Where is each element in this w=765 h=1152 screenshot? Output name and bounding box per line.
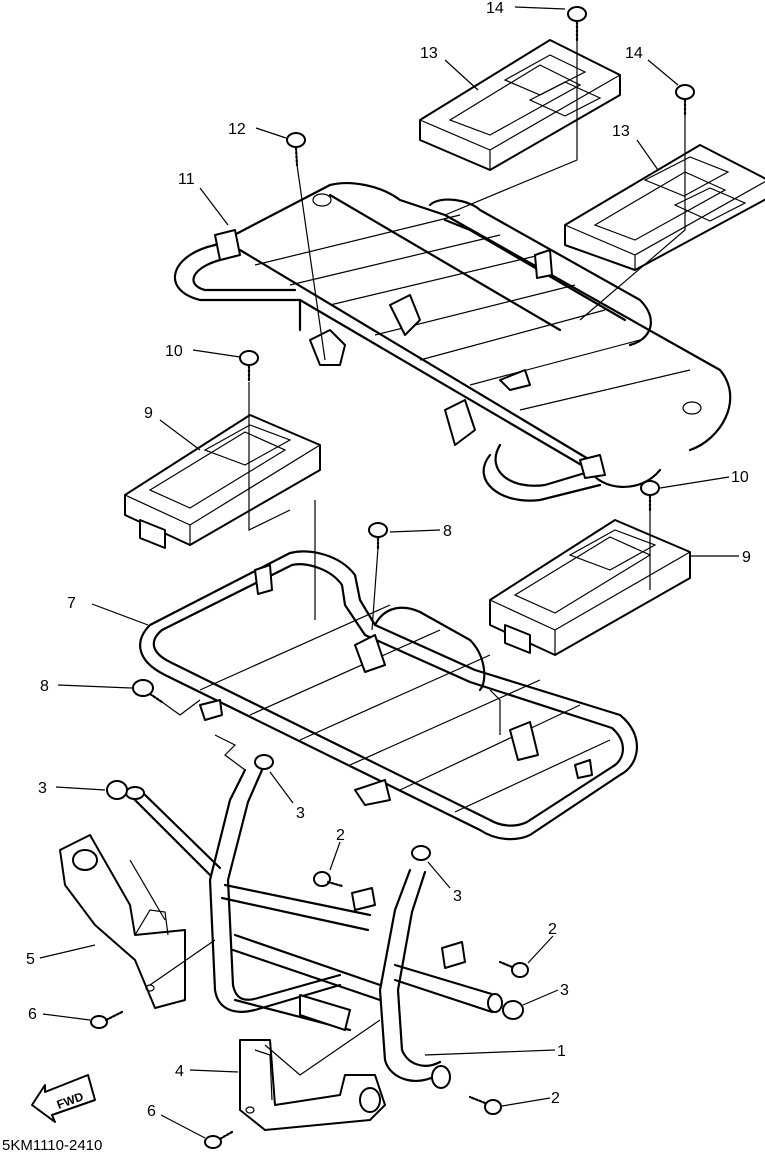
callout-9: 9	[144, 405, 153, 422]
callout-13: 13	[612, 123, 630, 140]
callout-14: 14	[486, 0, 504, 17]
callout-3: 3	[296, 805, 305, 822]
callout-14: 14	[625, 45, 643, 62]
callout-labels: 14 13 14 12 13 11 10 9 10 8 9 7 8 3 3 2 …	[26, 0, 751, 1120]
rear-carrier	[173, 182, 732, 502]
callout-3: 3	[453, 888, 462, 905]
callout-2: 2	[551, 1090, 560, 1107]
callout-1: 1	[557, 1043, 566, 1060]
callout-9: 9	[742, 549, 751, 566]
callout-2: 2	[548, 921, 557, 938]
callout-10: 10	[165, 343, 183, 360]
assembly-lines	[129, 40, 686, 1076]
callout-leaders	[39, 6, 739, 1139]
plate-13-upper	[419, 39, 621, 171]
plate-13-lower	[564, 144, 765, 271]
part-code: 5KM1110-2410	[2, 1137, 102, 1152]
callout-13: 13	[420, 45, 438, 62]
callout-8: 8	[443, 523, 452, 540]
front-carrier	[139, 550, 638, 841]
fasteners	[90, 6, 695, 1149]
callout-5: 5	[26, 951, 35, 968]
callout-6: 6	[147, 1103, 156, 1120]
callout-4: 4	[175, 1063, 184, 1080]
callout-10: 10	[731, 469, 749, 486]
front-guard	[125, 768, 503, 1089]
callout-6: 6	[28, 1006, 37, 1023]
bracket-5	[59, 834, 186, 1009]
callout-12: 12	[228, 121, 246, 138]
bracket-4	[239, 1039, 386, 1131]
plate-9-left	[124, 414, 321, 549]
callout-3: 3	[38, 780, 47, 797]
fwd-arrow: FWD	[31, 1074, 96, 1123]
plate-9-right	[489, 519, 691, 656]
callout-8: 8	[40, 678, 49, 695]
callout-3: 3	[560, 982, 569, 999]
callout-2: 2	[336, 827, 345, 844]
callout-11: 11	[178, 171, 195, 188]
callout-7: 7	[67, 595, 76, 612]
